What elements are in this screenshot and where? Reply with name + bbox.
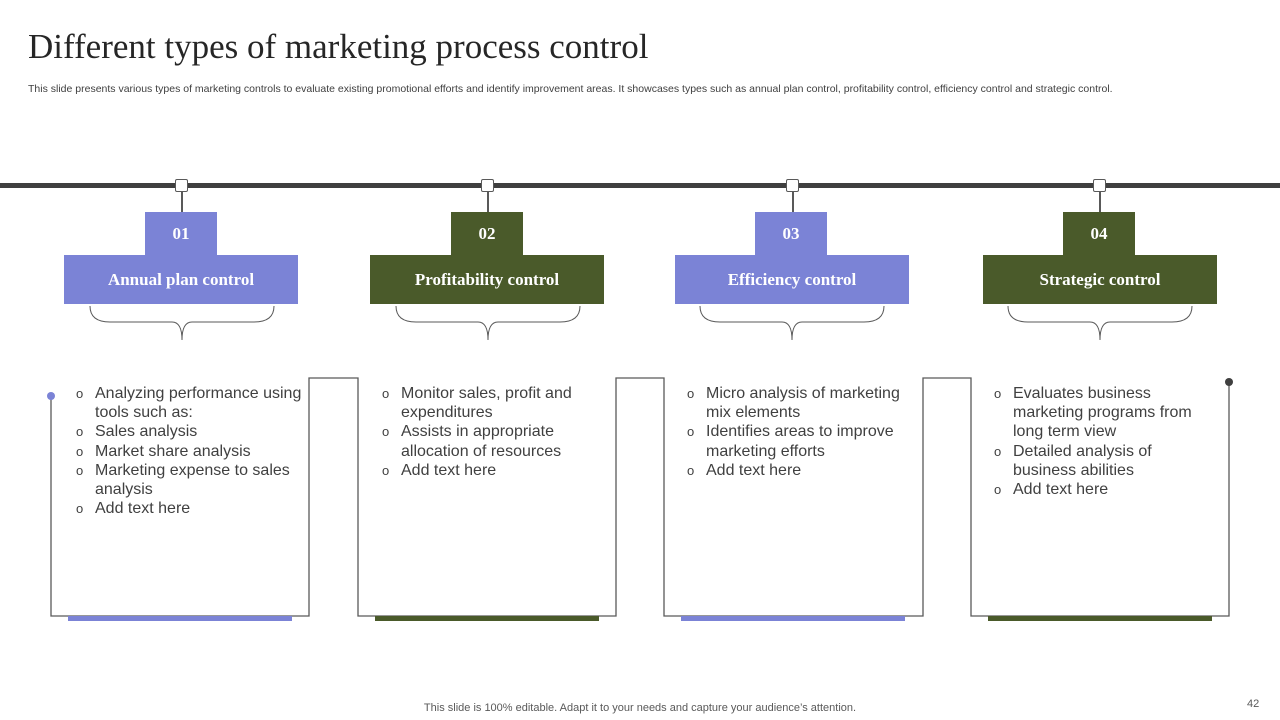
list-item: Assists in appropriate allocation of res… <box>382 422 612 460</box>
step-3-content: Micro analysis of marketing mix elements… <box>687 384 917 480</box>
timeline-stem-2 <box>487 191 489 212</box>
step-2-accent-bar <box>375 616 599 621</box>
timeline-stem-3 <box>792 191 794 212</box>
step-1-brace <box>89 305 275 341</box>
list-item: Identifies areas to improve marketing ef… <box>687 422 917 460</box>
step-4-number: 04 <box>1063 212 1135 256</box>
step-3-brace <box>699 305 885 341</box>
list-item: Micro analysis of marketing mix elements <box>687 384 917 422</box>
footer-note: This slide is 100% editable. Adapt it to… <box>423 702 857 714</box>
step-4-heading: Strategic control <box>983 255 1217 304</box>
step-3-number: 03 <box>755 212 827 256</box>
step-2-heading: Profitability control <box>370 255 604 304</box>
list-item: Analyzing performance using tools such a… <box>76 384 306 422</box>
step-4-accent-bar <box>988 616 1212 621</box>
list-item: Add text here <box>687 461 917 480</box>
step-3-heading: Efficiency control <box>675 255 909 304</box>
list-item: Market share analysis <box>76 442 306 461</box>
step-1-number: 01 <box>145 212 217 256</box>
timeline-stem-1 <box>181 191 183 212</box>
wire-end-dot <box>1225 378 1233 386</box>
timeline-stem-4 <box>1099 191 1101 212</box>
step-1-accent-bar <box>68 616 292 621</box>
step-2-brace <box>395 305 581 341</box>
list-item: Add text here <box>382 461 612 480</box>
step-4-content: Evaluates business marketing programs fr… <box>994 384 1204 499</box>
list-item: Sales analysis <box>76 422 306 441</box>
timeline-line <box>0 183 1280 188</box>
list-item: Marketing expense to sales analysis <box>76 461 306 499</box>
step-1-heading: Annual plan control <box>64 255 298 304</box>
list-item: Evaluates business marketing programs fr… <box>994 384 1204 442</box>
step-2-number: 02 <box>451 212 523 256</box>
list-item: Add text here <box>76 499 306 518</box>
step-2-content: Monitor sales, profit and expenditures A… <box>382 384 612 480</box>
list-item: Monitor sales, profit and expenditures <box>382 384 612 422</box>
wire-start-dot <box>47 392 55 400</box>
step-1-content: Analyzing performance using tools such a… <box>76 384 306 519</box>
step-3-accent-bar <box>681 616 905 621</box>
list-item: Add text here <box>994 480 1204 499</box>
slide-title: Different types of marketing process con… <box>28 27 649 66</box>
slide-subtitle: This slide presents various types of mar… <box>28 83 1113 95</box>
page-number: 42 <box>1247 698 1260 710</box>
step-4-brace <box>1007 305 1193 341</box>
list-item: Detailed analysis of business abilities <box>994 442 1204 480</box>
